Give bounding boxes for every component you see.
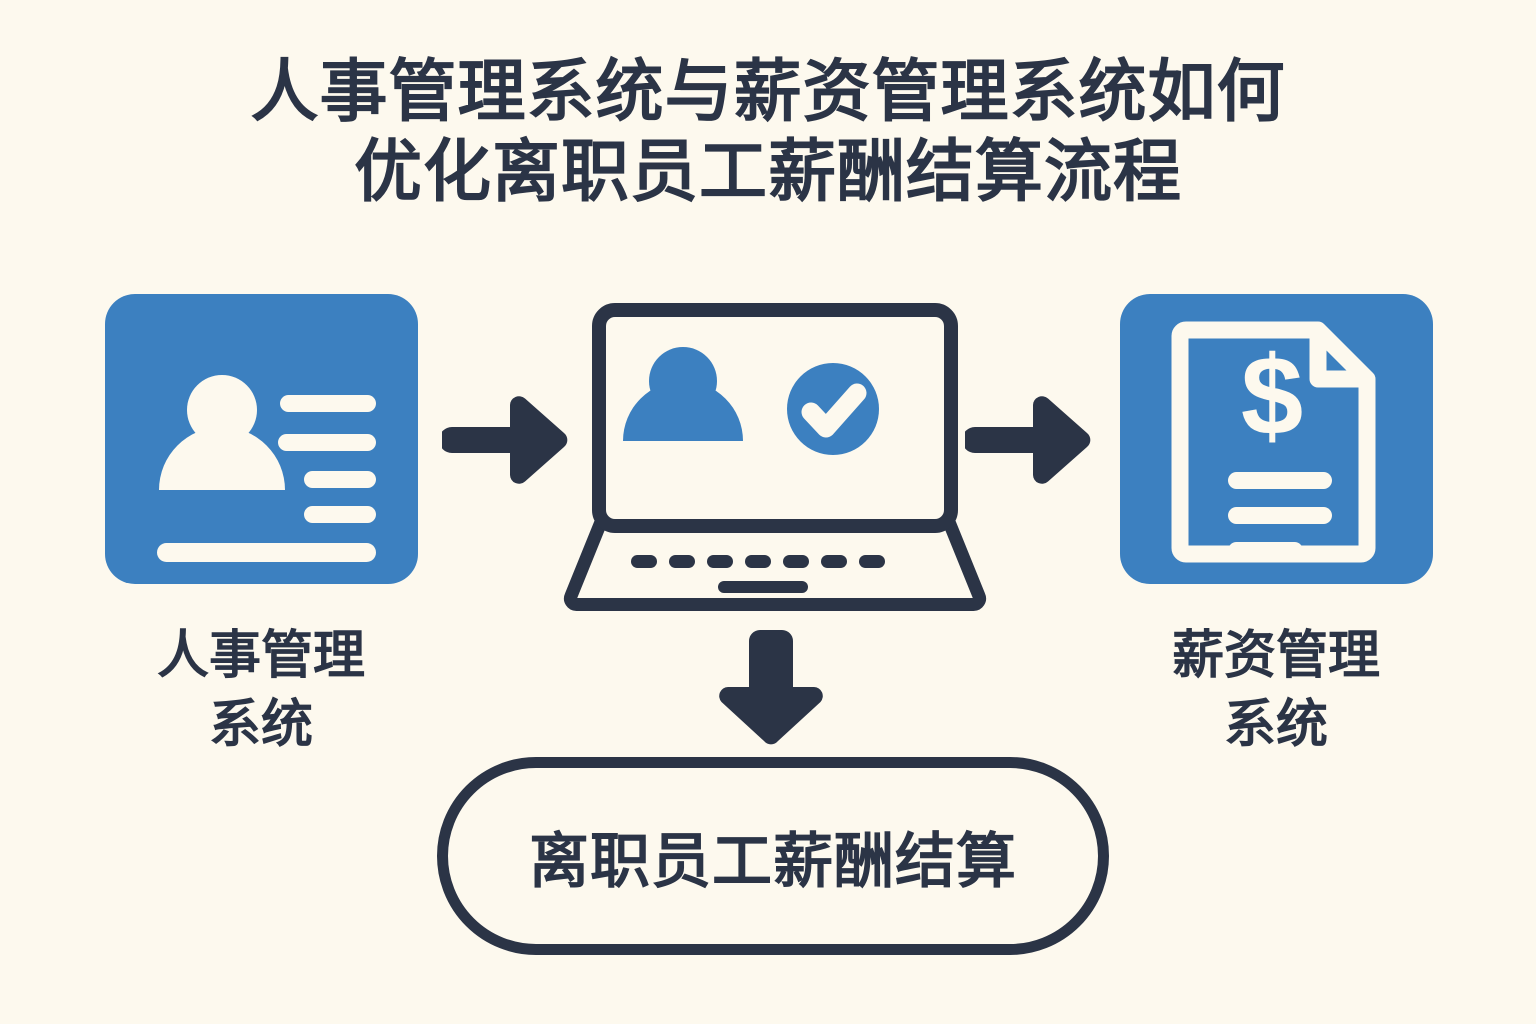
title-line-1: 人事管理系统与薪资管理系统如何 <box>250 54 1286 130</box>
outcome-pill: 离职员工薪酬结算 <box>437 757 1109 955</box>
hr-caption-line-1: 人事管理 <box>156 627 365 685</box>
svg-text:$: $ <box>1241 333 1303 458</box>
arrow-right-icon <box>439 396 568 484</box>
payroll-caption-line-2: 系统 <box>1223 695 1328 754</box>
arrow-right-icon <box>962 396 1091 484</box>
arrow-center-to-outcome <box>712 622 828 752</box>
payslip-document-dollar-icon: $ <box>1171 321 1376 563</box>
arrow-down-icon <box>719 630 823 745</box>
payroll-system-caption: 薪资管理 系统 <box>1066 622 1486 759</box>
title-line-2: 优化离职员工薪酬结算流程 <box>353 134 1182 211</box>
payroll-caption-line-1: 薪资管理 <box>1171 627 1380 685</box>
arrow-center-to-payroll <box>962 392 1095 488</box>
arrow-hr-to-center <box>439 392 572 488</box>
page-title: 人事管理系统与薪资管理系统如何 优化离职员工薪酬结算流程 <box>0 52 1536 212</box>
outcome-label: 离职员工薪酬结算 <box>529 827 1017 895</box>
laptop-verified-employee-icon <box>563 303 987 611</box>
hr-system-card <box>105 294 418 584</box>
id-card-icon <box>157 375 376 562</box>
center-laptop <box>555 296 995 616</box>
hr-system-caption: 人事管理 系统 <box>51 622 471 759</box>
hr-caption-line-2: 系统 <box>208 695 313 754</box>
payroll-system-card: $ <box>1120 294 1433 584</box>
